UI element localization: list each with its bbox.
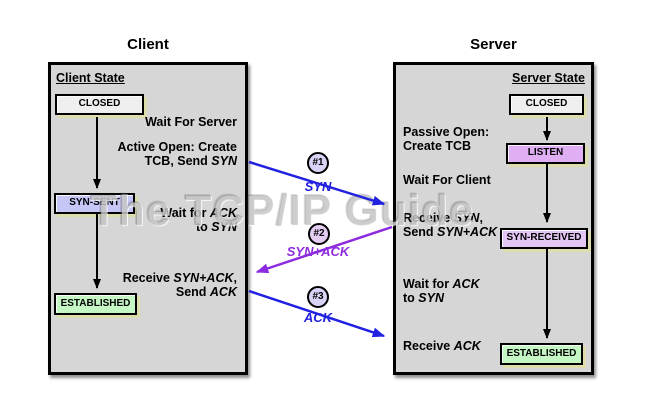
server-state-established: ESTABLISHED	[500, 343, 583, 365]
server-state-closed: CLOSED	[509, 94, 584, 115]
client-state-established: ESTABLISHED	[54, 293, 137, 315]
syn-message-label: SYN	[304, 179, 332, 194]
server-state-header: Server State	[512, 71, 585, 85]
client-annotation-receive-synack: Receive SYN+ACK, Send ACK	[122, 271, 237, 299]
server-title: Server	[470, 36, 517, 53]
server-state-syn-received: SYN-RECEIVED	[500, 228, 588, 249]
ack-message-label: ACK	[303, 310, 333, 325]
client-annotation-active-open: Active Open: Create TCB, Send SYN	[117, 140, 237, 168]
client-panel: Client State CLOSED SYN-SENT ESTABLISHED…	[48, 62, 248, 375]
message-3-badge: #3	[307, 286, 329, 308]
client-state-header: Client State	[56, 71, 125, 85]
message-1-badge: #1	[307, 152, 329, 174]
server-annotation-wait-for-client: Wait For Client	[403, 173, 491, 187]
server-annotation-receive-syn: Receive SYN, Send SYN+ACK	[403, 211, 498, 239]
client-state-closed: CLOSED	[55, 94, 144, 115]
server-state-listen: LISTEN	[506, 143, 585, 164]
synack-message-label: SYN+ACK	[286, 244, 350, 259]
server-annotation-passive-open: Passive Open: Create TCB	[403, 125, 490, 153]
message-2-badge: #2	[308, 223, 330, 245]
client-title: Client	[127, 36, 169, 53]
client-annotation-wait-for-ack: Wait for ACK to SYN	[160, 206, 237, 234]
server-annotation-receive-ack: Receive ACK	[403, 339, 481, 353]
client-state-syn-sent: SYN-SENT	[54, 193, 135, 214]
server-annotation-wait-for-ack: Wait for ACK to SYN	[403, 277, 480, 305]
client-annotation-wait-for-server: Wait For Server	[145, 115, 237, 129]
server-panel: Server State CLOSED LISTEN SYN-RECEIVED …	[393, 62, 594, 375]
